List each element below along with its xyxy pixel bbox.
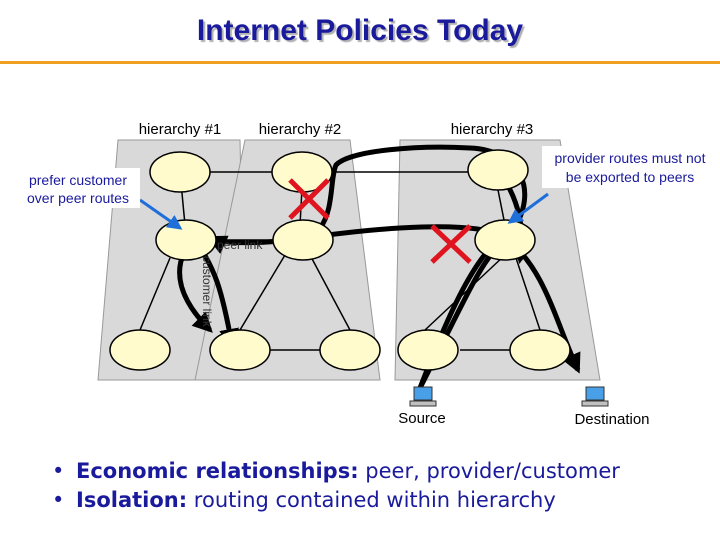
bullet-item: • Economic relationships: peer, provider/… <box>52 457 620 486</box>
bullet-item: • Isolation: routing contained within hie… <box>52 486 620 515</box>
left-callout-arrow <box>139 198 183 230</box>
right-callout-box <box>542 146 718 188</box>
peer-link-label: peer link <box>217 238 263 252</box>
destination-label: Destination <box>574 411 649 428</box>
right-callout-line-1: provider routes must not <box>555 150 706 166</box>
hierarchy-2-label: hierarchy #2 <box>259 121 342 138</box>
cross-icon <box>288 178 330 220</box>
bullet-icon: • <box>52 488 65 512</box>
right-callout-arrow <box>507 192 549 224</box>
customer-link-label: customer link <box>200 256 214 328</box>
as-nodes <box>109 149 571 371</box>
left-callout-line-1: prefer customer <box>29 172 127 188</box>
page-title: Internet Policies Today <box>196 14 524 47</box>
cross-icon <box>430 224 472 264</box>
left-callout-line-2: over peer routes <box>27 190 129 206</box>
source-label: Source <box>398 410 446 427</box>
bullet-text: peer, provider/customer <box>358 459 620 483</box>
computer-icon <box>409 386 437 407</box>
bullet-text: routing contained within hierarchy <box>187 488 556 512</box>
computer-icon <box>581 386 609 407</box>
hierarchy-1-label: hierarchy #1 <box>139 121 222 138</box>
bullet-icon: • <box>52 459 65 483</box>
bullet-term: Economic relationships: <box>76 459 359 483</box>
hierarchy-3-label: hierarchy #3 <box>451 121 534 138</box>
title-divider <box>0 61 720 64</box>
right-callout-line-2: be exported to peers <box>566 169 694 185</box>
bullet-list: • Economic relationships: peer, provider/… <box>52 457 620 515</box>
hierarchy-2-region <box>194 139 381 381</box>
left-callout-box <box>18 168 140 208</box>
bullet-term: Isolation: <box>76 488 188 512</box>
